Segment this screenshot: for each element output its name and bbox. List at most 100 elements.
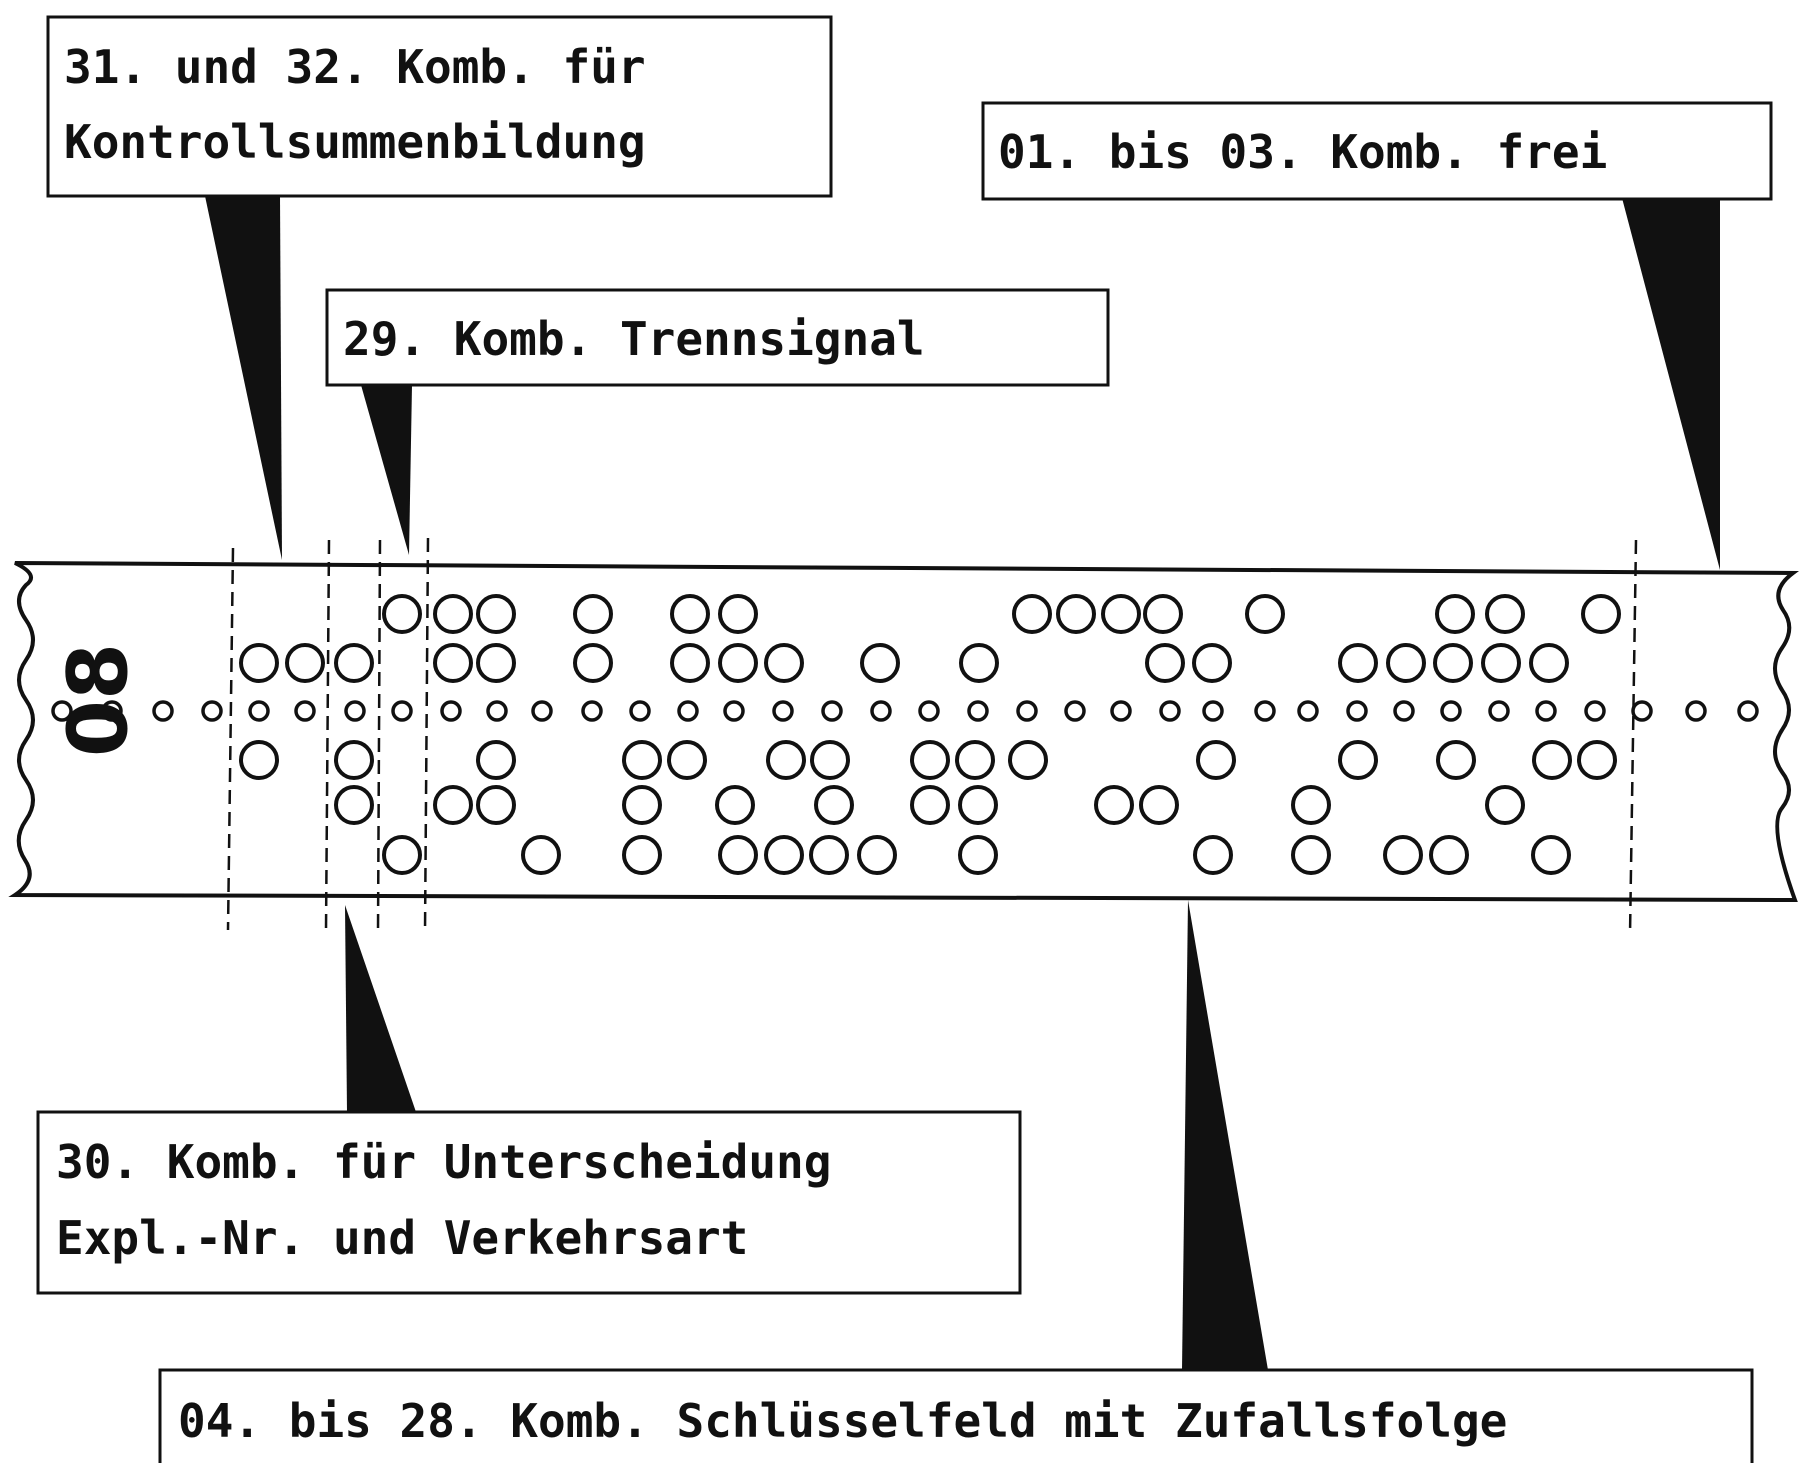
feed-hole <box>1346 700 1368 722</box>
label-keyfield-box <box>158 1368 1754 1463</box>
code-hole <box>910 740 950 780</box>
code-hole <box>622 740 662 780</box>
label-free: 01. bis 03. Komb. frei <box>981 101 1773 201</box>
code-hole <box>1532 740 1572 780</box>
label-free-box <box>981 101 1773 201</box>
feed-hole <box>1202 700 1224 722</box>
pointer-checksum <box>205 196 282 560</box>
code-hole <box>1435 594 1475 634</box>
code-hole <box>1145 643 1185 683</box>
code-hole <box>433 643 473 683</box>
code-hole <box>622 785 662 825</box>
code-hole <box>573 594 613 634</box>
feed-hole <box>294 700 316 722</box>
code-hole <box>1291 785 1331 825</box>
code-hole <box>1429 835 1469 875</box>
code-hole <box>958 835 998 875</box>
label-separator-line1: 29. Komb. Trennsignal <box>343 312 925 366</box>
feed-hole <box>1297 700 1319 722</box>
code-hole <box>1245 594 1285 634</box>
label-distinction-line2: Expl.-Nr. und Verkehrsart <box>56 1211 748 1265</box>
label-separator: 29. Komb. Trennsignal <box>325 288 1110 387</box>
code-hole <box>433 594 473 634</box>
code-hole <box>1485 785 1525 825</box>
feed-hole <box>486 700 508 722</box>
feed-hole <box>440 700 462 722</box>
tape-outline <box>8 561 1800 903</box>
divider-checksum-end <box>324 539 331 931</box>
label-distinction-line1: 30. Komb. für Unterscheidung <box>56 1135 831 1189</box>
code-hole <box>334 785 374 825</box>
code-hole <box>857 835 897 875</box>
code-hole <box>1485 594 1525 634</box>
code-hole <box>1056 594 1096 634</box>
feed-hole <box>1393 700 1415 722</box>
feed-hole <box>1737 700 1759 722</box>
code-hole <box>1101 594 1141 634</box>
code-hole <box>382 835 422 875</box>
code-hole <box>1338 740 1378 780</box>
code-hole <box>622 835 662 875</box>
feed-hole <box>1488 700 1510 722</box>
label-keyfield-line1: 04. bis 28. Komb. Schlüsselfeld mit Zufa… <box>178 1394 1507 1448</box>
code-hole <box>239 643 279 683</box>
code-hole <box>476 594 516 634</box>
feed-hole <box>248 700 270 722</box>
tape-number-text: 08 <box>51 643 146 757</box>
feed-hole <box>967 700 989 722</box>
code-hole <box>670 643 710 683</box>
code-hole <box>334 740 374 780</box>
code-hole <box>1008 740 1048 780</box>
code-hole <box>810 740 850 780</box>
code-hole <box>1196 740 1236 780</box>
feed-hole <box>1440 700 1462 722</box>
feed-hole <box>918 700 940 722</box>
pointer-keyfield <box>1182 900 1268 1370</box>
code-hole <box>382 594 422 634</box>
code-hole <box>1433 643 1473 683</box>
label-checksum-line1: 31. und 32. Komb. für <box>64 40 646 94</box>
feed-hole <box>677 700 699 722</box>
code-hole <box>764 835 804 875</box>
code-hole <box>715 785 755 825</box>
feed-hole <box>152 700 174 722</box>
code-hole <box>959 643 999 683</box>
feed-hole <box>1159 700 1181 722</box>
feed-hole <box>772 700 794 722</box>
code-hole <box>285 643 325 683</box>
code-hole <box>955 740 995 780</box>
feed-hole <box>723 700 745 722</box>
callout-pointers <box>205 196 1720 1370</box>
code-hole <box>910 785 950 825</box>
feed-hole <box>870 700 892 722</box>
code-hole <box>1436 740 1476 780</box>
code-hole <box>1143 594 1183 634</box>
divider-checksum-start <box>226 547 235 931</box>
feed-hole <box>821 700 843 722</box>
label-checksum-box <box>46 15 833 198</box>
label-keyfield: 04. bis 28. Komb. Schlüsselfeld mit Zufa… <box>158 1368 1754 1463</box>
divider-separator-end <box>423 537 430 933</box>
feed-hole <box>1685 700 1707 722</box>
feed-hole <box>51 700 73 722</box>
feed-hole <box>344 700 366 722</box>
code-hole <box>1338 643 1378 683</box>
label-checksum-line2: Kontrollsummenbildung <box>64 115 646 169</box>
code-hole <box>670 594 710 634</box>
code-hole <box>1291 835 1331 875</box>
feed-hole <box>581 700 603 722</box>
code-hole <box>766 740 806 780</box>
code-hole <box>718 594 758 634</box>
code-hole <box>860 643 900 683</box>
divider-distinction-end <box>376 539 382 933</box>
code-hole <box>1577 740 1617 780</box>
feed-hole <box>101 700 123 722</box>
code-hole <box>476 785 516 825</box>
label-distinction-box <box>36 1110 1022 1295</box>
code-hole <box>667 740 707 780</box>
code-hole <box>1094 785 1134 825</box>
code-hole <box>764 643 804 683</box>
code-hole <box>1192 643 1232 683</box>
code-hole <box>718 643 758 683</box>
